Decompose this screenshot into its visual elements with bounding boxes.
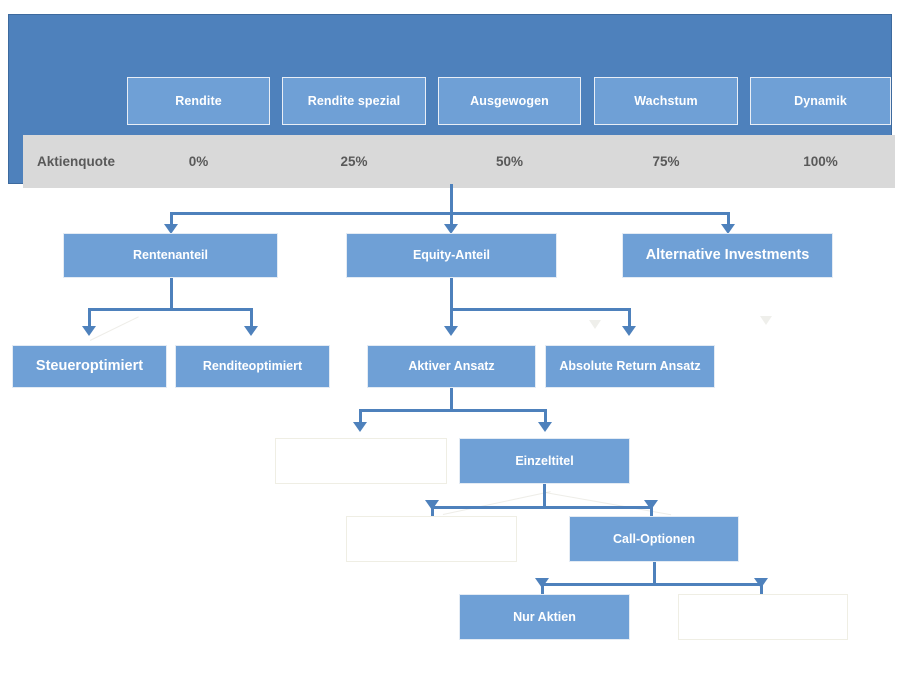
node-equity-anteil[interactable]: Equity-Anteil: [346, 233, 557, 278]
arrow-to-empty-1: [353, 422, 367, 432]
node-label: Equity-Anteil: [412, 248, 491, 263]
node-nur-aktien[interactable]: Nur Aktien: [459, 594, 630, 640]
connector-level1-right-drop: [727, 212, 730, 226]
node-call-optionen[interactable]: Call-Optionen: [569, 516, 739, 562]
aktienquote-label: Aktienquote: [37, 154, 116, 169]
node-alternative-investments[interactable]: Alternative Investments: [622, 233, 833, 278]
arrow-to-equity-anteil: [444, 224, 458, 234]
connector-call-stem: [653, 562, 656, 585]
connector-level1-bus: [170, 212, 729, 215]
connector-equity-right-drop: [628, 308, 631, 328]
node-label: Call-Optionen: [613, 531, 695, 546]
aktienquote-value-ausgewogen: 50%: [495, 154, 524, 169]
aktienquote-value-rendite: 0%: [188, 154, 209, 169]
ghost-line-einzeltitel-left: [442, 491, 551, 515]
node-empty-1[interactable]: [275, 438, 447, 484]
tab-label: Wachstum: [634, 94, 698, 108]
node-einzeltitel[interactable]: Einzeltitel: [459, 438, 630, 484]
arrow-to-nur-aktien: [535, 578, 549, 588]
ghost-arrow-equity-mid: [589, 320, 601, 329]
arrow-to-empty-4: [754, 578, 768, 588]
header-panel: Rendite Rendite spezial Ausgewogen Wachs…: [8, 14, 895, 188]
connector-equity-left-drop: [450, 308, 453, 328]
arrow-to-absolute-return-ansatz: [622, 326, 636, 336]
node-renditeoptimiert[interactable]: Renditeoptimiert: [175, 345, 330, 388]
node-absolute-return-ansatz[interactable]: Absolute Return Ansatz: [545, 345, 715, 388]
arrow-to-empty-2: [425, 500, 439, 510]
arrow-to-alternative-investments: [721, 224, 735, 234]
node-label: Aktiver Ansatz: [408, 359, 495, 374]
node-label: Nur Aktien: [513, 609, 576, 624]
tab-label: Ausgewogen: [470, 94, 549, 108]
connector-einzeltitel-left-drop: [431, 506, 434, 519]
aktienquote-value-rendite-spezial: 25%: [340, 154, 368, 169]
node-steueroptimiert[interactable]: Steueroptimiert: [12, 345, 167, 388]
arrow-to-aktiver-ansatz: [444, 326, 458, 336]
aktienquote-row: Aktienquote 0% 25% 50% 75% 100%: [23, 135, 895, 188]
connector-call-left-drop: [541, 583, 544, 595]
node-label: Absolute Return Ansatz: [559, 359, 701, 374]
ghost-line-rentenanteil: [89, 316, 139, 341]
connector-call-right-drop: [760, 583, 763, 595]
connector-rentenanteil-left-drop: [88, 308, 91, 328]
connector-einzeltitel-right-drop: [650, 506, 653, 519]
tab-label: Rendite spezial: [307, 94, 401, 108]
tab-label: Dynamik: [794, 94, 847, 108]
tab-rendite[interactable]: Rendite: [127, 77, 270, 125]
connector-aktiver-stem: [450, 388, 453, 411]
connector-einzeltitel-bus: [431, 506, 653, 509]
connector-rentenanteil-stem: [170, 277, 173, 310]
connector-panel-stem: [450, 184, 453, 214]
arrow-to-call-optionen: [644, 500, 658, 510]
arrow-to-einzeltitel: [538, 422, 552, 432]
arrow-to-steueroptimiert: [82, 326, 96, 336]
node-label: Renditeoptimiert: [202, 359, 303, 374]
node-label: Rentenanteil: [132, 248, 208, 263]
tab-ausgewogen[interactable]: Ausgewogen: [438, 77, 581, 125]
ghost-arrow-equity-right: [760, 316, 772, 325]
tab-label: Rendite: [175, 94, 222, 108]
arrow-to-rentenanteil: [164, 224, 178, 234]
aktienquote-value-wachstum: 75%: [652, 154, 680, 169]
node-label: Steueroptimiert: [35, 358, 144, 375]
connector-equity-bus: [450, 308, 631, 311]
tab-wachstum[interactable]: Wachstum: [594, 77, 738, 125]
connector-call-bus: [541, 583, 763, 586]
connector-level1-left-drop: [170, 212, 173, 226]
node-empty-4[interactable]: [678, 594, 848, 640]
node-label: Einzeltitel: [515, 453, 574, 468]
node-aktiver-ansatz[interactable]: Aktiver Ansatz: [367, 345, 536, 388]
node-empty-2[interactable]: [346, 516, 517, 562]
connector-rentenanteil-bus: [88, 308, 253, 311]
connector-aktiver-bus: [359, 409, 547, 412]
connector-equity-stem: [450, 277, 453, 310]
tab-dynamik[interactable]: Dynamik: [750, 77, 891, 125]
aktienquote-value-dynamik: 100%: [803, 154, 838, 169]
connector-level1-mid-drop: [450, 212, 453, 226]
connector-einzeltitel-stem: [543, 484, 546, 508]
connector-aktiver-left-drop: [359, 409, 362, 424]
tab-rendite-spezial[interactable]: Rendite spezial: [282, 77, 426, 125]
arrow-to-renditeoptimiert: [244, 326, 258, 336]
connector-rentenanteil-right-drop: [250, 308, 253, 328]
node-label: Alternative Investments: [645, 247, 810, 264]
connector-aktiver-right-drop: [544, 409, 547, 424]
node-rentenanteil[interactable]: Rentenanteil: [63, 233, 278, 278]
